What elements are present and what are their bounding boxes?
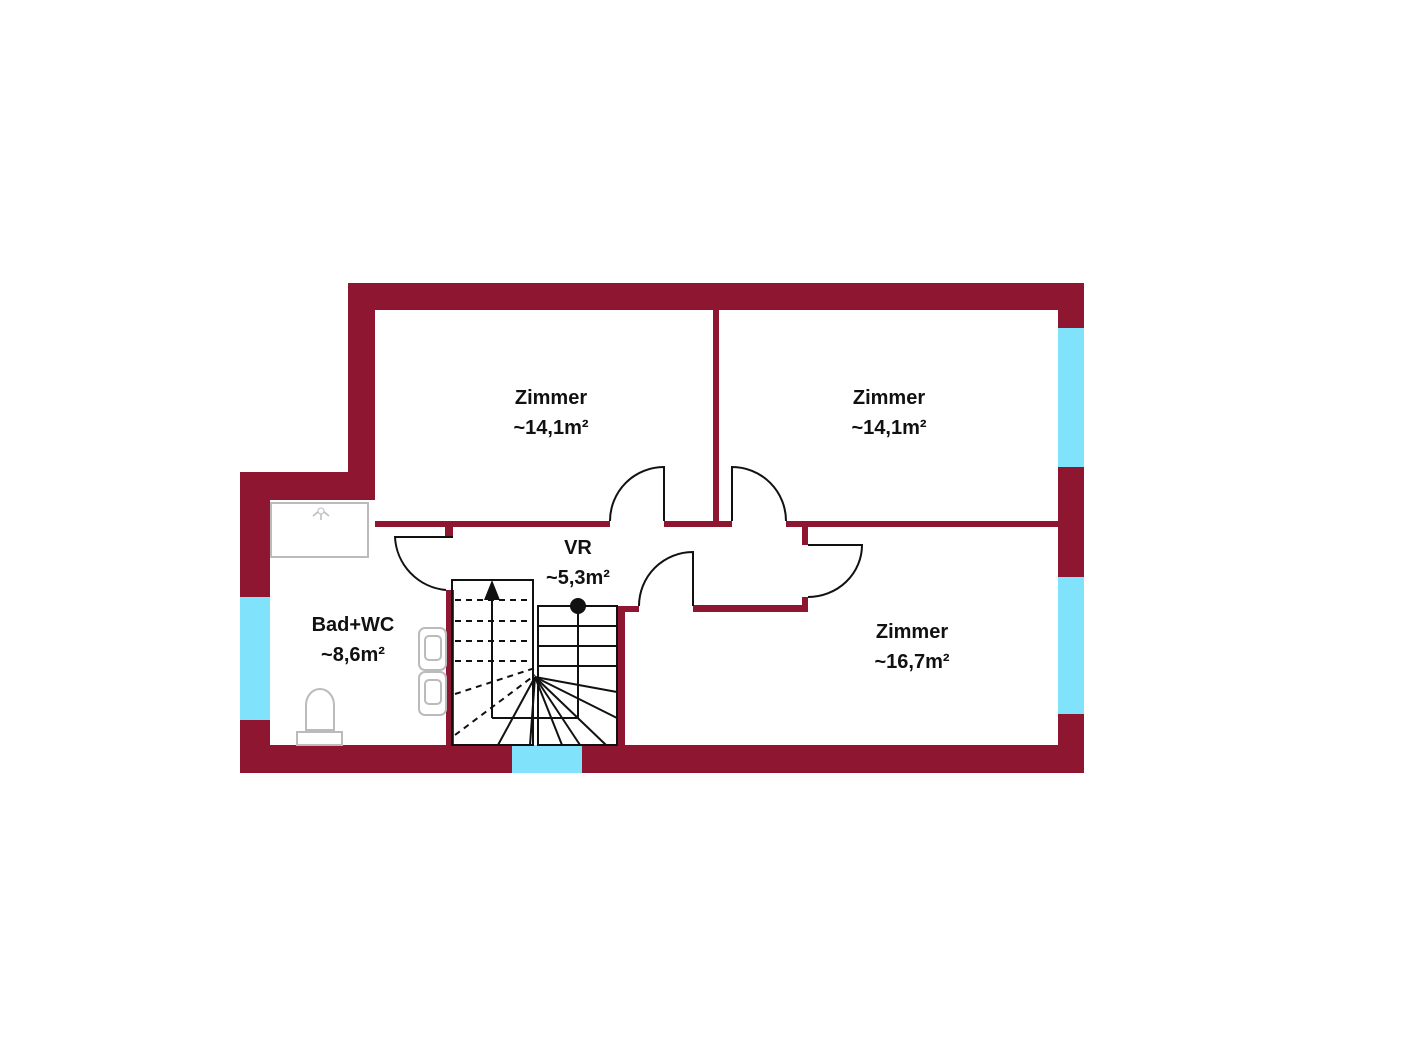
- door-room-2: [731, 465, 787, 522]
- window: [1058, 328, 1084, 467]
- door-room-1: [609, 465, 665, 522]
- room-name: Zimmer: [876, 621, 948, 643]
- room-name: Zimmer: [515, 387, 587, 409]
- room-area: ~8,6m²: [321, 644, 385, 666]
- stair-start-dot: [570, 598, 586, 614]
- room-name: VR: [564, 537, 592, 559]
- window: [512, 745, 582, 773]
- bathroom-fixtures: [270, 502, 447, 746]
- interior-walls: [375, 310, 1058, 745]
- toilet-base: [296, 731, 343, 746]
- arrow-up-icon: [484, 580, 500, 600]
- windows: [240, 328, 1084, 773]
- room-area: ~14,1m²: [851, 417, 926, 439]
- staircase: [451, 579, 618, 746]
- room-name: Bad+WC: [312, 614, 395, 636]
- room-area: ~5,3m²: [546, 567, 610, 589]
- room-area: ~16,7m²: [874, 651, 949, 673]
- room-area: ~14,1m²: [513, 417, 588, 439]
- room-name: Zimmer: [853, 387, 925, 409]
- door-stair: [638, 550, 694, 607]
- window: [240, 597, 270, 720]
- doors: [393, 465, 864, 607]
- window: [1058, 577, 1084, 714]
- door-room-3: [807, 544, 864, 598]
- toilet: [305, 688, 335, 731]
- room-labels: Zimmer ~14,1m² Zimmer ~14,1m² VR ~5,3m² …: [312, 387, 950, 673]
- exterior-walls: [240, 283, 1084, 773]
- door-bath: [393, 536, 453, 591]
